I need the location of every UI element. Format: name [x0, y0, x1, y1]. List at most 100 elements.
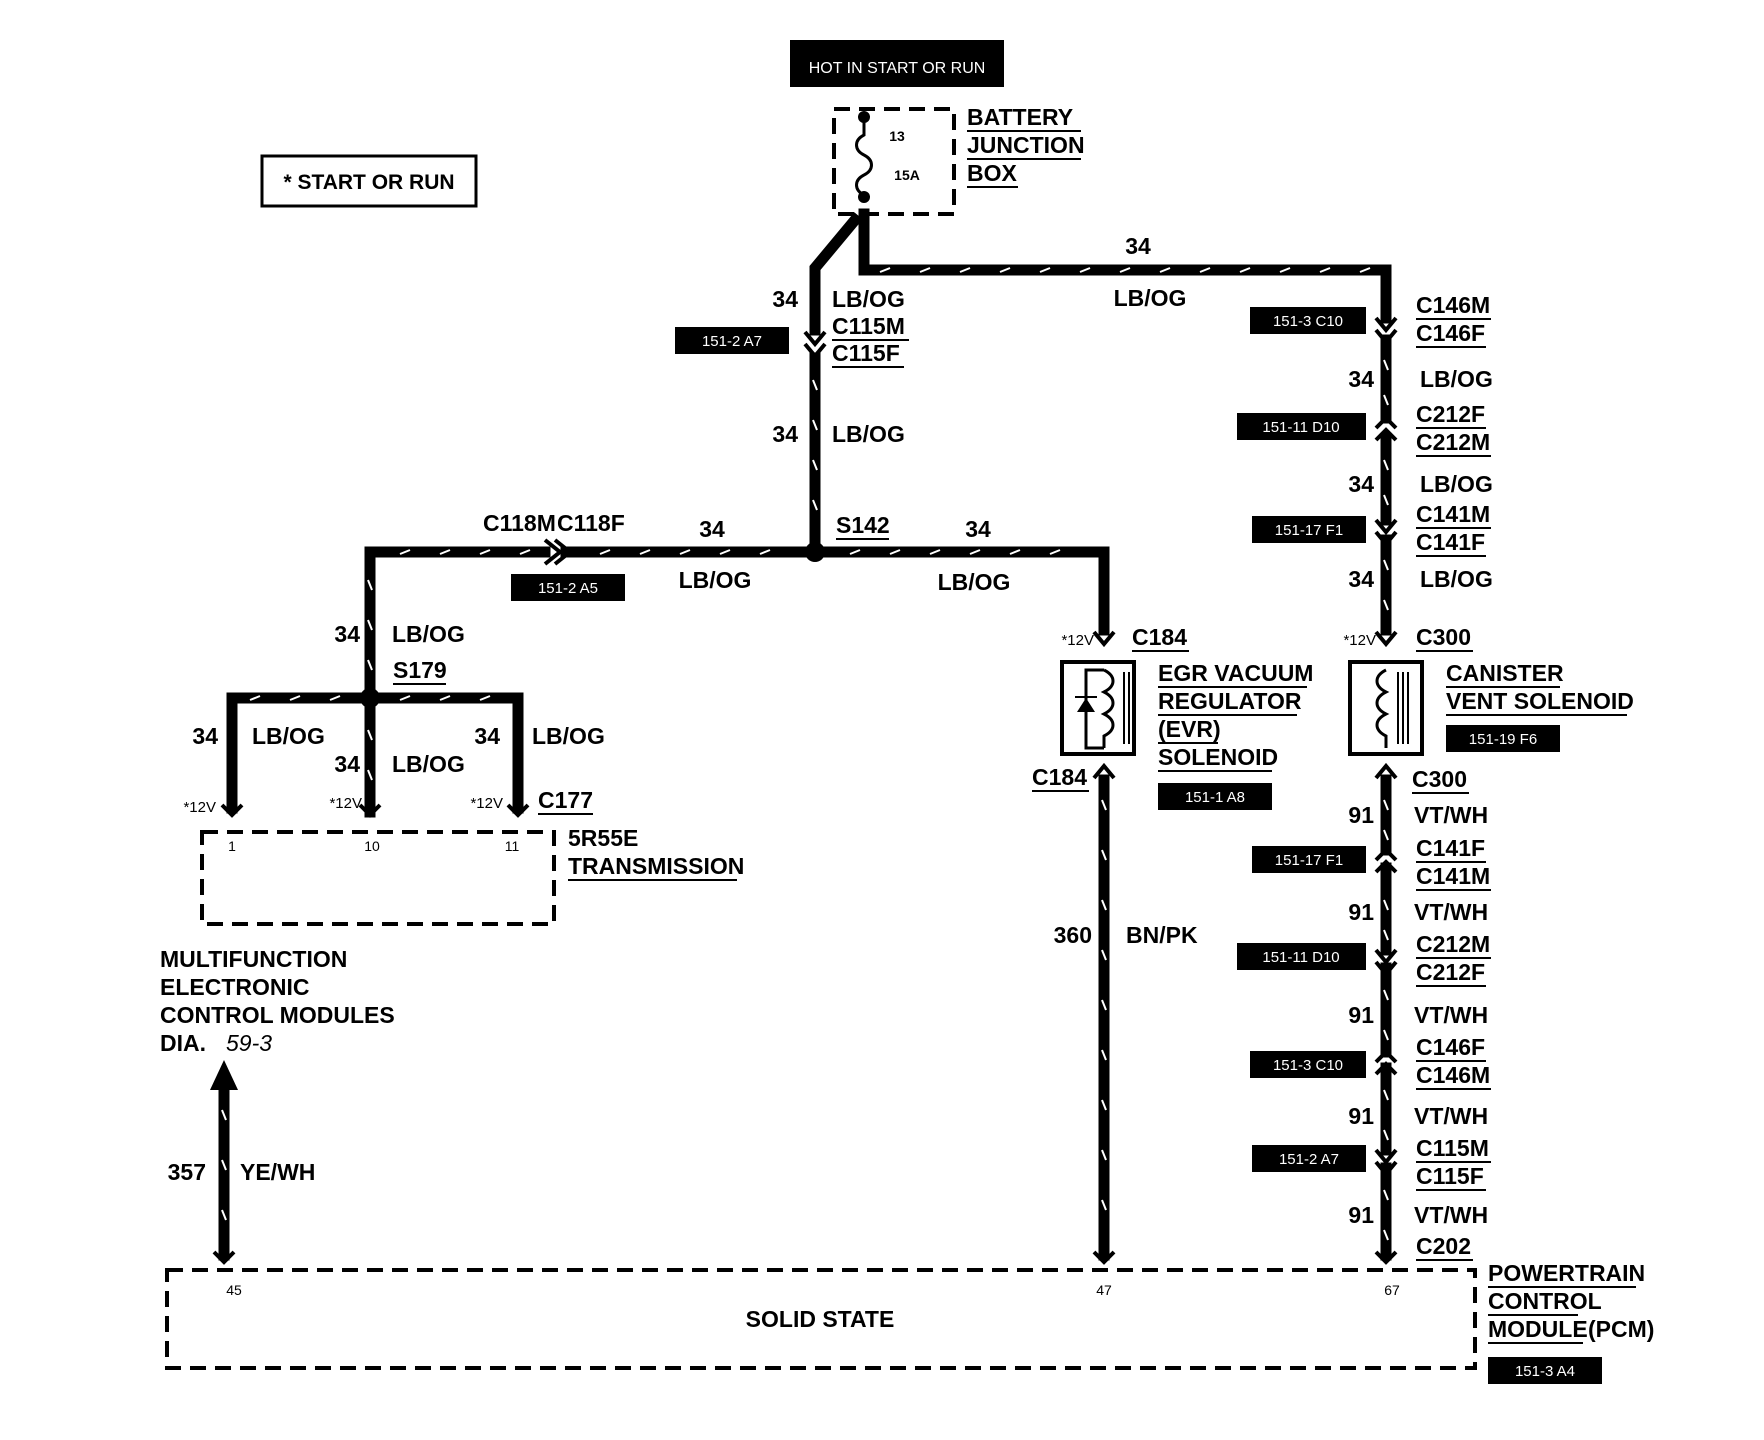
wire-91-label-a: 91 — [1348, 802, 1374, 828]
fuse-rating: 15A — [894, 167, 920, 183]
ref-151-11-d10-lower-bg — [1237, 943, 1366, 970]
transmission-line2: TRANSMISSION — [568, 853, 744, 879]
connector-c212f-lower-label: C212F — [1416, 959, 1485, 985]
connector-c115m-lower-label: C115M — [1416, 1135, 1489, 1161]
fuse-bottom-dot — [858, 191, 870, 203]
wire-34-label-pin10: 34 — [334, 751, 360, 777]
transmission-pin-1: 1 — [228, 838, 236, 854]
connector-c146-chevron — [1374, 316, 1398, 346]
battery-junction-box — [832, 107, 956, 216]
connector-c184-bottom-label: C184 — [1032, 764, 1087, 790]
egr-line4: SOLENOID — [1158, 744, 1278, 770]
connector-c115-lower-chevron — [1374, 1148, 1398, 1178]
connector-c141f-label: C141F — [1416, 529, 1485, 555]
ref-151-3-c10-lower: 151-3 C10 — [1273, 1057, 1343, 1074]
legend-box — [260, 154, 478, 208]
connector-c115f-lower-label: C115F — [1416, 1163, 1484, 1189]
hot-box-bg — [790, 40, 1004, 87]
ref-151-3-a4-bg — [1488, 1357, 1602, 1384]
connector-c118m-label: C118M — [483, 510, 556, 536]
wire-34-label-s179: 34 — [334, 621, 360, 647]
battery-box-line3: BOX — [967, 160, 1018, 186]
connector-c300-bottom — [1374, 762, 1398, 780]
connector-c300-top — [1374, 630, 1398, 648]
pcm-pin-47: 47 — [1096, 1282, 1112, 1298]
connector-c115f-label: C115F — [832, 340, 900, 366]
pcm-pin-45: 45 — [226, 1282, 242, 1298]
connector-c141f-lower-label: C141F — [1416, 835, 1485, 861]
v12-canister: *12V — [1343, 632, 1376, 649]
wire-lbog-label-bus-r: LB/OG — [938, 569, 1011, 595]
wire-lbog-label-s179: LB/OG — [392, 621, 465, 647]
fuse-13 — [855, 120, 873, 200]
wire-lbog-label-can-a: LB/OG — [1420, 366, 1493, 392]
connector-c184-top — [1092, 630, 1116, 648]
wire-91-label-e: 91 — [1348, 1202, 1374, 1228]
wire-34-bus-right — [809, 546, 1110, 636]
connector-c115m-label: C115M — [832, 313, 905, 339]
wire-vtwh-label-e: VT/WH — [1414, 1202, 1488, 1228]
wire-34-label-top: 34 — [1125, 233, 1151, 259]
v12-pin10: *12V — [329, 795, 362, 812]
transmission-box — [200, 830, 556, 926]
wire-lbog-label-top: LB/OG — [1114, 285, 1187, 311]
connector-c212m-lower-label: C212M — [1416, 931, 1490, 957]
ref-151-2-a7-lower-bg — [1252, 1145, 1366, 1172]
wire-vtwh-label-c: VT/WH — [1414, 1002, 1488, 1028]
wire-357-label: 357 — [168, 1159, 206, 1185]
connector-c146f-label: C146F — [1416, 320, 1485, 346]
ref-151-17-f1-lower: 151-17 F1 — [1275, 852, 1343, 869]
ref-151-17-f1-bg — [1252, 516, 1366, 543]
connector-c202-label: C202 — [1416, 1233, 1471, 1259]
wire-lbog-label-pin1: LB/OG — [252, 723, 325, 749]
connector-c212m-label: C212M — [1416, 429, 1490, 455]
splice-s179 — [360, 688, 380, 708]
wire-vtwh-label-a: VT/WH — [1414, 802, 1488, 828]
ref-151-2-a7-lower: 151-2 A7 — [1279, 1151, 1339, 1168]
connector-c177-pins — [220, 803, 530, 818]
ref-151-2-a7-bg — [675, 327, 789, 354]
connector-c141m-label: C141M — [1416, 501, 1490, 527]
egr-line2: REGULATOR — [1158, 688, 1302, 714]
wire-yewh-label: YE/WH — [240, 1159, 315, 1185]
wire-lbog-label-b: LB/OG — [832, 421, 905, 447]
legend-label: * START OR RUN — [283, 171, 454, 194]
wire-bnpk-label: BN/PK — [1126, 922, 1198, 948]
connector-c141m-lower-label: C141M — [1416, 863, 1490, 889]
connector-c184-top-label: C184 — [1132, 624, 1187, 650]
connector-c202-pins — [212, 1250, 1398, 1265]
wire-360-label: 360 — [1054, 922, 1092, 948]
connector-c300-top-label: C300 — [1416, 624, 1471, 650]
connector-c141-lower-chevron — [1374, 847, 1398, 874]
arrow-up-multifunction — [210, 1060, 238, 1090]
transmission-pin-11: 11 — [505, 838, 520, 854]
wire-lbog-label-pin11: LB/OG — [532, 723, 605, 749]
egr-line3: (EVR) — [1158, 716, 1221, 742]
wire-34-label-pin1: 34 — [192, 723, 218, 749]
transmission-pin-10: 10 — [364, 838, 380, 854]
v12-pin1: *12V — [183, 799, 216, 816]
ref-151-1-a8-bg — [1158, 783, 1272, 810]
wire-lbog-label-can-c: LB/OG — [1420, 566, 1493, 592]
multifunction-line4: DIA. — [160, 1030, 206, 1056]
connector-c115-chevron — [803, 330, 827, 360]
battery-box-line1: BATTERY — [967, 104, 1073, 130]
wire-34-left-feed — [809, 212, 863, 336]
wire-91-label-d: 91 — [1348, 1103, 1374, 1129]
ref-151-11-d10-lower: 151-11 D10 — [1262, 949, 1339, 966]
canister-line2: VENT SOLENOID — [1446, 688, 1634, 714]
ref-151-11-d10: 151-11 D10 — [1262, 419, 1339, 436]
connector-c212-lower-chevron — [1374, 948, 1398, 978]
connector-c118f-label: C118F — [557, 510, 625, 536]
wire-34-label-b: 34 — [772, 421, 798, 447]
ref-151-19-f6: 151-19 F6 — [1469, 731, 1537, 748]
multifunction-line1: MULTIFUNCTION — [160, 946, 347, 972]
wire-stripes — [221, 267, 1389, 1241]
ref-151-17-f1: 151-17 F1 — [1275, 522, 1343, 539]
pcm-line3: MODULE — [1488, 1316, 1588, 1342]
pcm-line1: POWERTRAIN — [1488, 1260, 1645, 1286]
canister-line1: CANISTER — [1446, 660, 1564, 686]
connector-c146-lower-chevron — [1374, 1049, 1398, 1076]
ref-151-2-a7: 151-2 A7 — [702, 333, 762, 350]
ref-151-3-c10: 151-3 C10 — [1273, 313, 1343, 330]
